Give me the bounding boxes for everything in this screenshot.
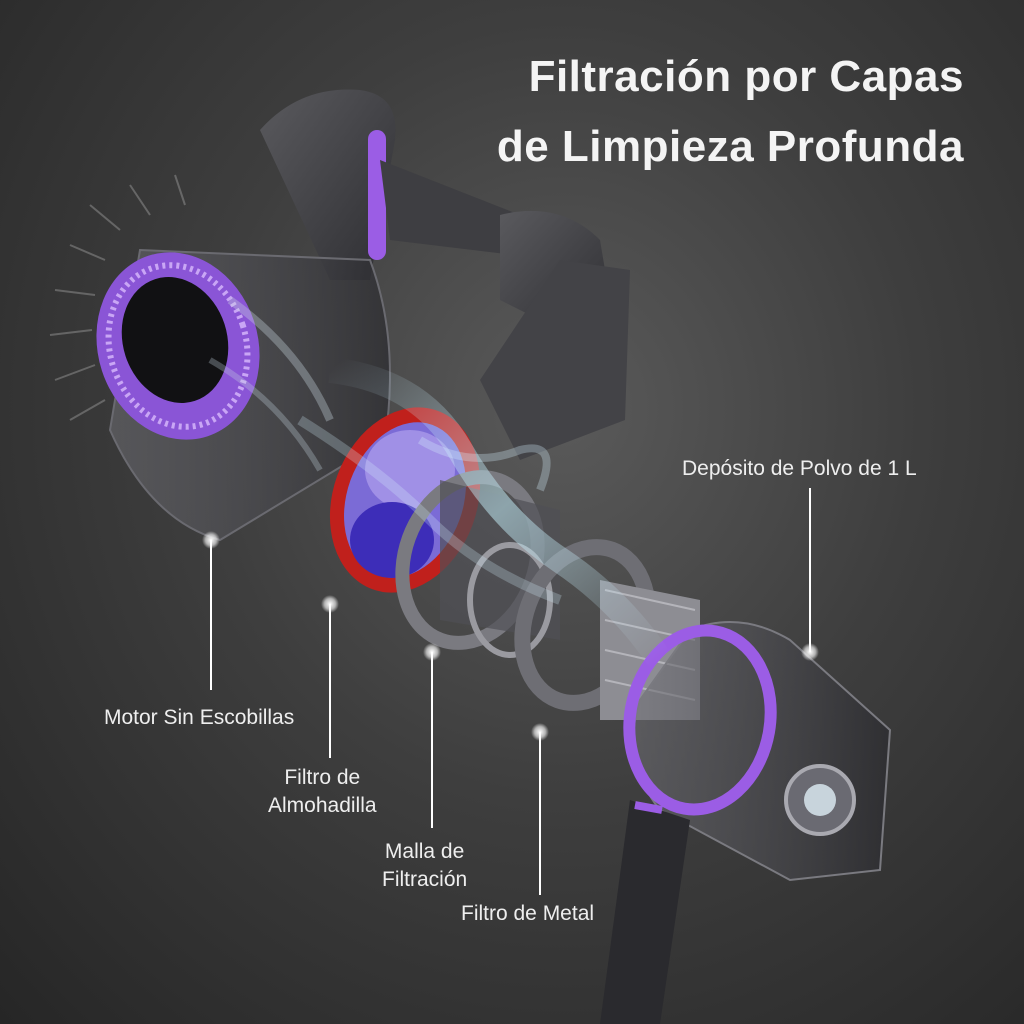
dust-bin-dot — [801, 643, 819, 661]
callout-motor-text: Motor Sin Escobillas — [104, 706, 295, 729]
exhaust-rays — [49, 174, 186, 421]
vacuum-handle — [260, 89, 630, 460]
callout-pad-filter-line2: Almohadilla — [268, 794, 377, 817]
callout-lines — [210, 488, 811, 895]
callout-motor: Motor Sin Escobillas — [104, 704, 294, 732]
headline-line-2: de Limpieza Profunda — [496, 122, 964, 171]
callout-dots — [202, 531, 819, 741]
callout-dust-bin: Depósito de Polvo de 1 L — [682, 455, 917, 483]
callout-pad-filter-line1: Filtro de — [284, 766, 361, 789]
callout-metal-filter-text: Filtro de Metal — [461, 902, 595, 925]
callout-pad-filter: Filtro de Almohadilla — [268, 764, 377, 820]
callout-mesh: Malla de Filtración — [382, 838, 467, 894]
metal-dot — [531, 723, 549, 741]
callout-mesh-line1: Malla de — [384, 840, 465, 863]
motor-dot — [202, 531, 220, 549]
mesh-dot — [423, 643, 441, 661]
callout-dust-bin-text: Depósito de Polvo de 1 L — [682, 457, 917, 480]
pad-dot — [321, 595, 339, 613]
callout-mesh-line2: Filtración — [382, 868, 468, 891]
callout-metal-filter: Filtro de Metal — [461, 900, 594, 928]
motor-housing — [96, 248, 391, 542]
airflow-swirls — [297, 357, 671, 668]
headline: Filtración por Capas de Limpieza Profund… — [404, 42, 964, 182]
dust-bin-part — [600, 621, 892, 1024]
headline-line-1: Filtración por Capas — [528, 52, 964, 101]
